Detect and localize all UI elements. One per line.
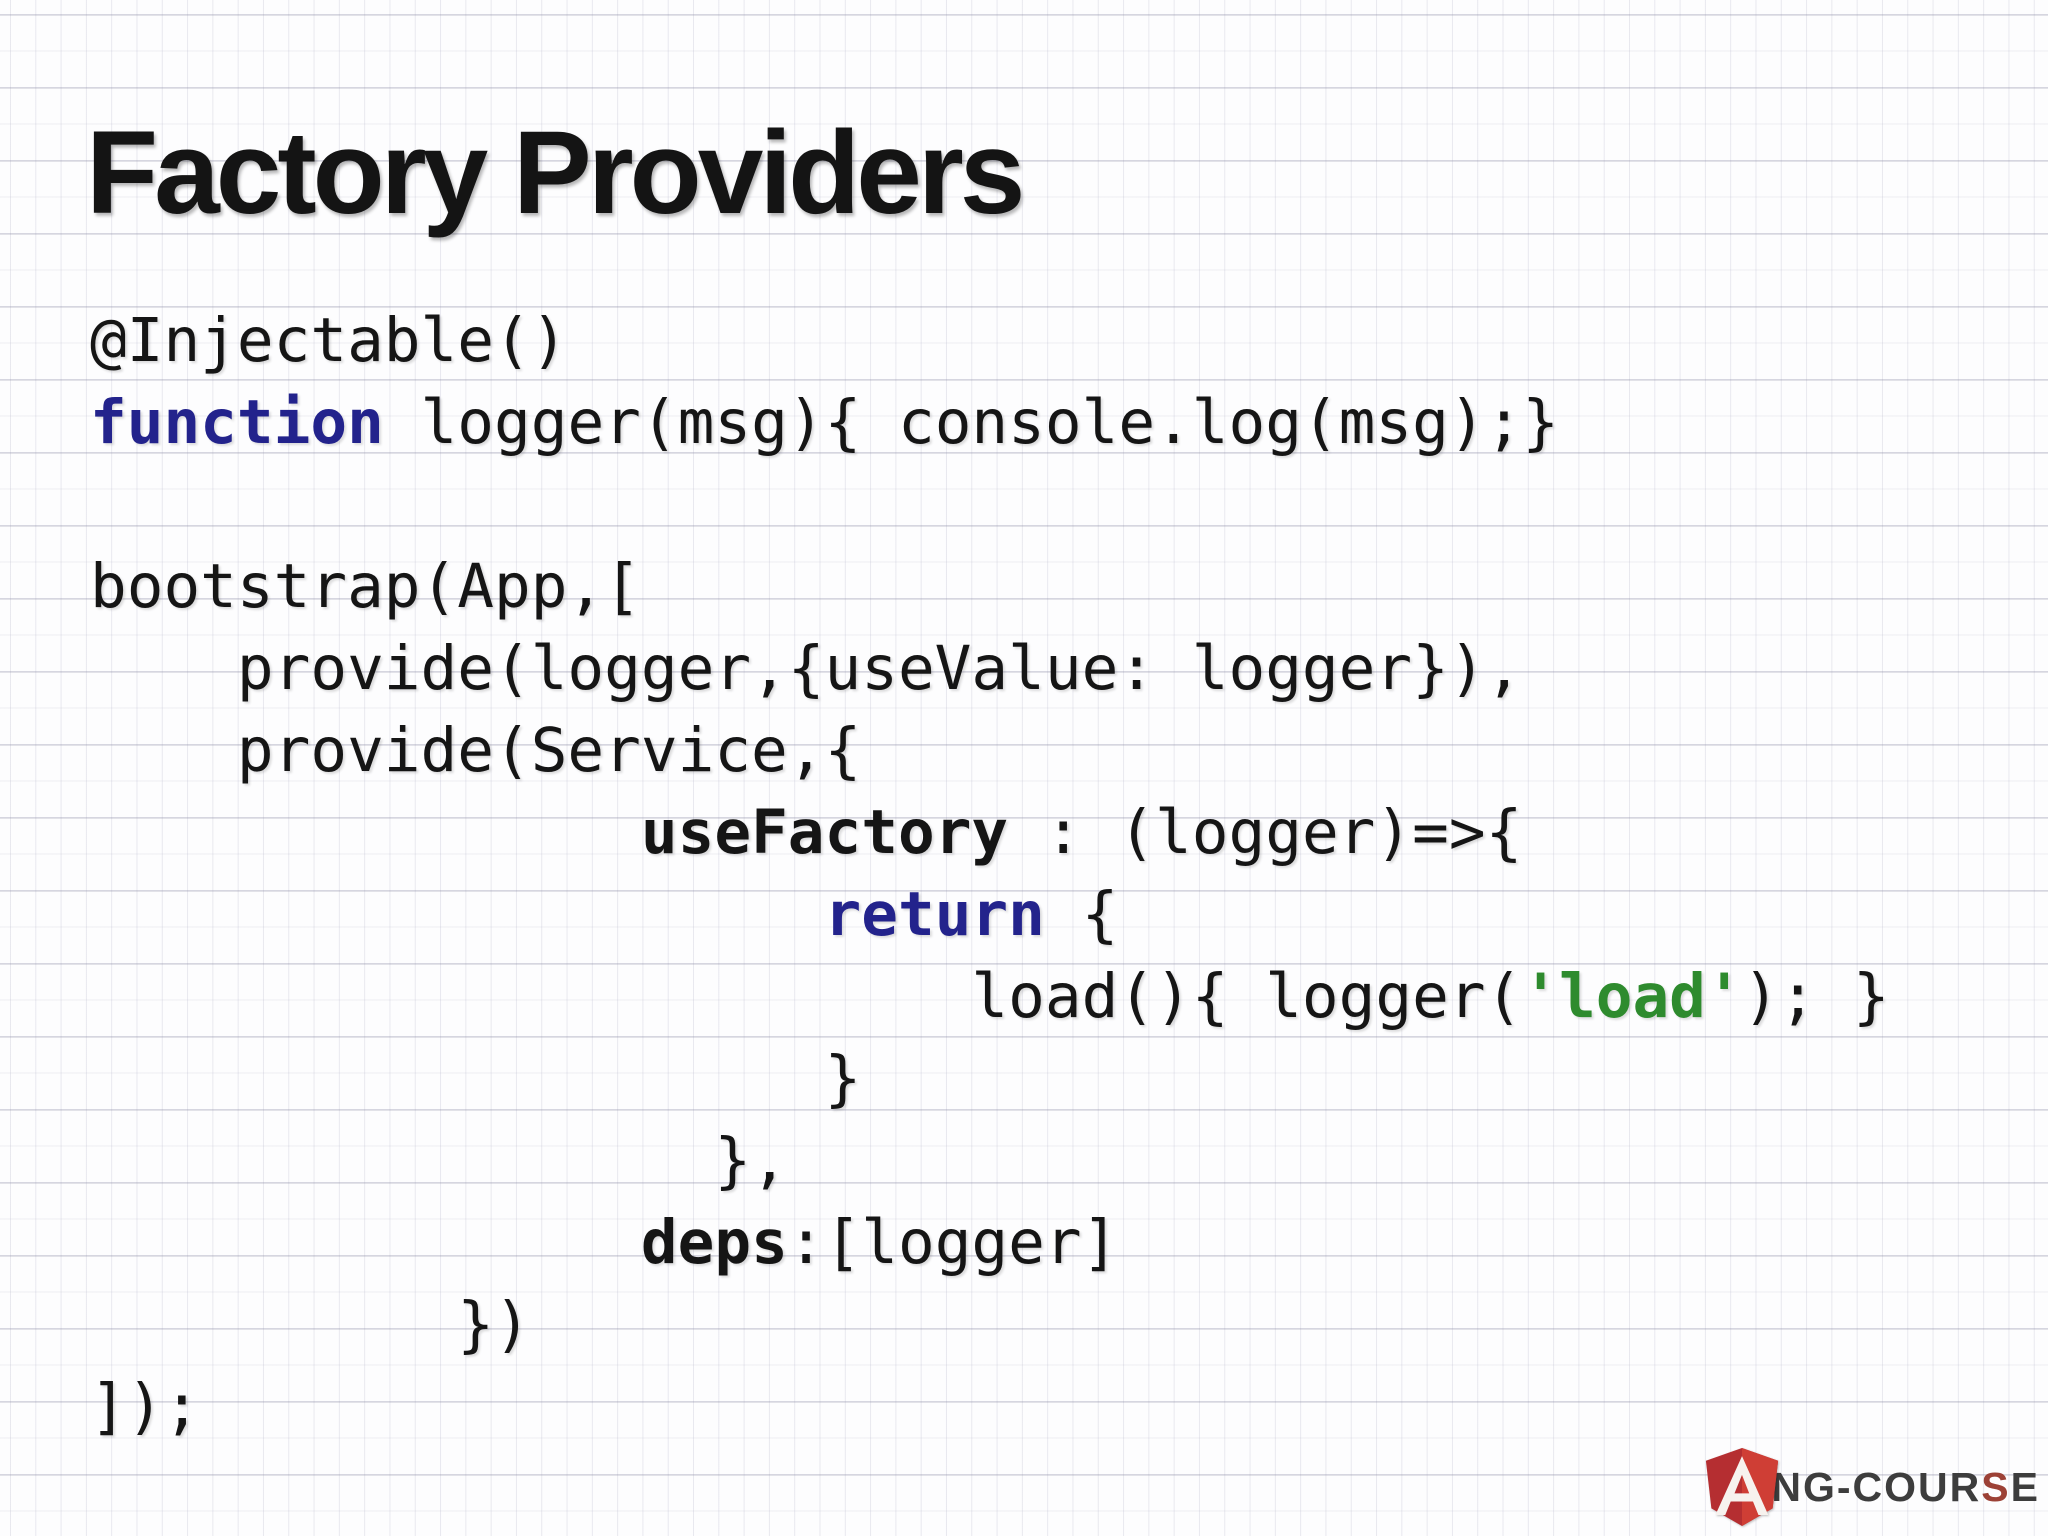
code-line: bootstrap(App,[ [90,546,1890,628]
code-line: deps:[logger] [90,1202,1890,1284]
code-token: }) [90,1289,531,1360]
code-line: }) [90,1284,1890,1366]
code-token: }, [90,1125,788,1196]
code-token: : (logger)=>{ [1008,797,1523,868]
code-token [90,879,825,950]
code-block: @Injectable()function logger(msg){ conso… [90,300,1890,1448]
angular-shield-icon [1706,1448,1779,1526]
code-token: } [90,1043,862,1114]
logo-text-suffix: E [2010,1463,2040,1510]
code-token: ); } [1742,961,1890,1032]
code-token: provide(logger,{useValue: logger}), [90,633,1523,704]
code-token: @Injectable() [90,305,568,376]
code-line: return { [90,874,1890,956]
code-token: provide(Service,{ [90,715,862,786]
code-string-token: 'load' [1522,961,1743,1032]
logo-text-s: S [1981,1463,2011,1510]
code-token: :[logger] [787,1207,1119,1278]
code-token [90,1207,641,1278]
code-token: ]); [90,1371,201,1442]
code-line: useFactory : (logger)=>{ [90,792,1890,874]
code-line: } [90,1038,1890,1120]
code-token: logger(msg){ console.log(msg);} [383,387,1560,458]
code-line: provide(logger,{useValue: logger}), [90,628,1890,710]
code-keyword-token: function [90,387,384,458]
code-line: provide(Service,{ [90,710,1890,792]
code-token [90,797,641,868]
page-title: Factory Providers [86,107,1025,240]
code-keyword-token: return [824,879,1045,950]
code-token: bootstrap(App,[ [90,551,641,622]
logo-text-prefix: NG-COUR [1771,1463,1982,1510]
code-line: @Injectable() [90,300,1890,382]
logo-wordmark: NG-COURSE [1771,1464,2040,1511]
code-line: load(){ logger('load'); } [90,956,1890,1038]
ng-course-logo: NG-COURSE [1705,1448,2040,1526]
code-line [90,464,1890,546]
code-line: function logger(msg){ console.log(msg);} [90,382,1890,464]
code-bold-token: deps [640,1207,788,1278]
code-token: load(){ logger( [90,961,1523,1032]
code-token: { [1044,879,1119,950]
code-line: ]); [90,1366,1890,1448]
code-bold-token: useFactory [640,797,1009,868]
code-line: }, [90,1120,1890,1202]
